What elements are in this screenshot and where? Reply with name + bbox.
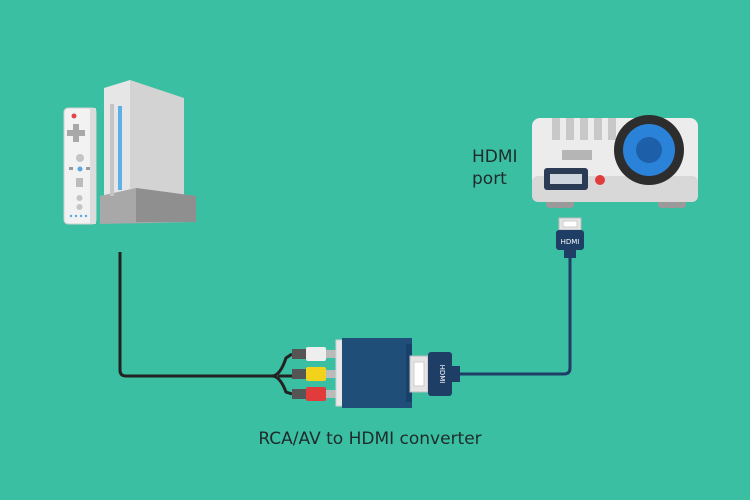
hdmi-plug-top-label: HDMI	[561, 238, 580, 246]
wii-console-icon	[100, 80, 196, 224]
rca-cable	[118, 252, 293, 378]
hdmi-plug-top-icon: HDMI	[556, 217, 584, 258]
rca-plug-white	[292, 347, 336, 361]
converter-label: RCA/AV to HDMI converter	[258, 429, 482, 449]
hdmi-plug-icon: HDMI	[409, 352, 460, 396]
rca-plug-yellow	[292, 367, 336, 381]
rca-cable-branch-red	[271, 374, 293, 396]
wii-remote-icon	[63, 107, 97, 225]
hdmi-cable	[460, 256, 572, 376]
rca-converter-icon	[335, 338, 412, 408]
hdmi-plug-label: HDMI	[438, 365, 446, 384]
hdmi-port-label-line2: port	[472, 169, 507, 189]
projector-icon	[532, 115, 698, 208]
hdmi-port-label-line1: HDMI	[472, 147, 518, 167]
rca-plug-red	[292, 387, 336, 401]
hdmi-port-label: HDMI port	[472, 146, 542, 190]
